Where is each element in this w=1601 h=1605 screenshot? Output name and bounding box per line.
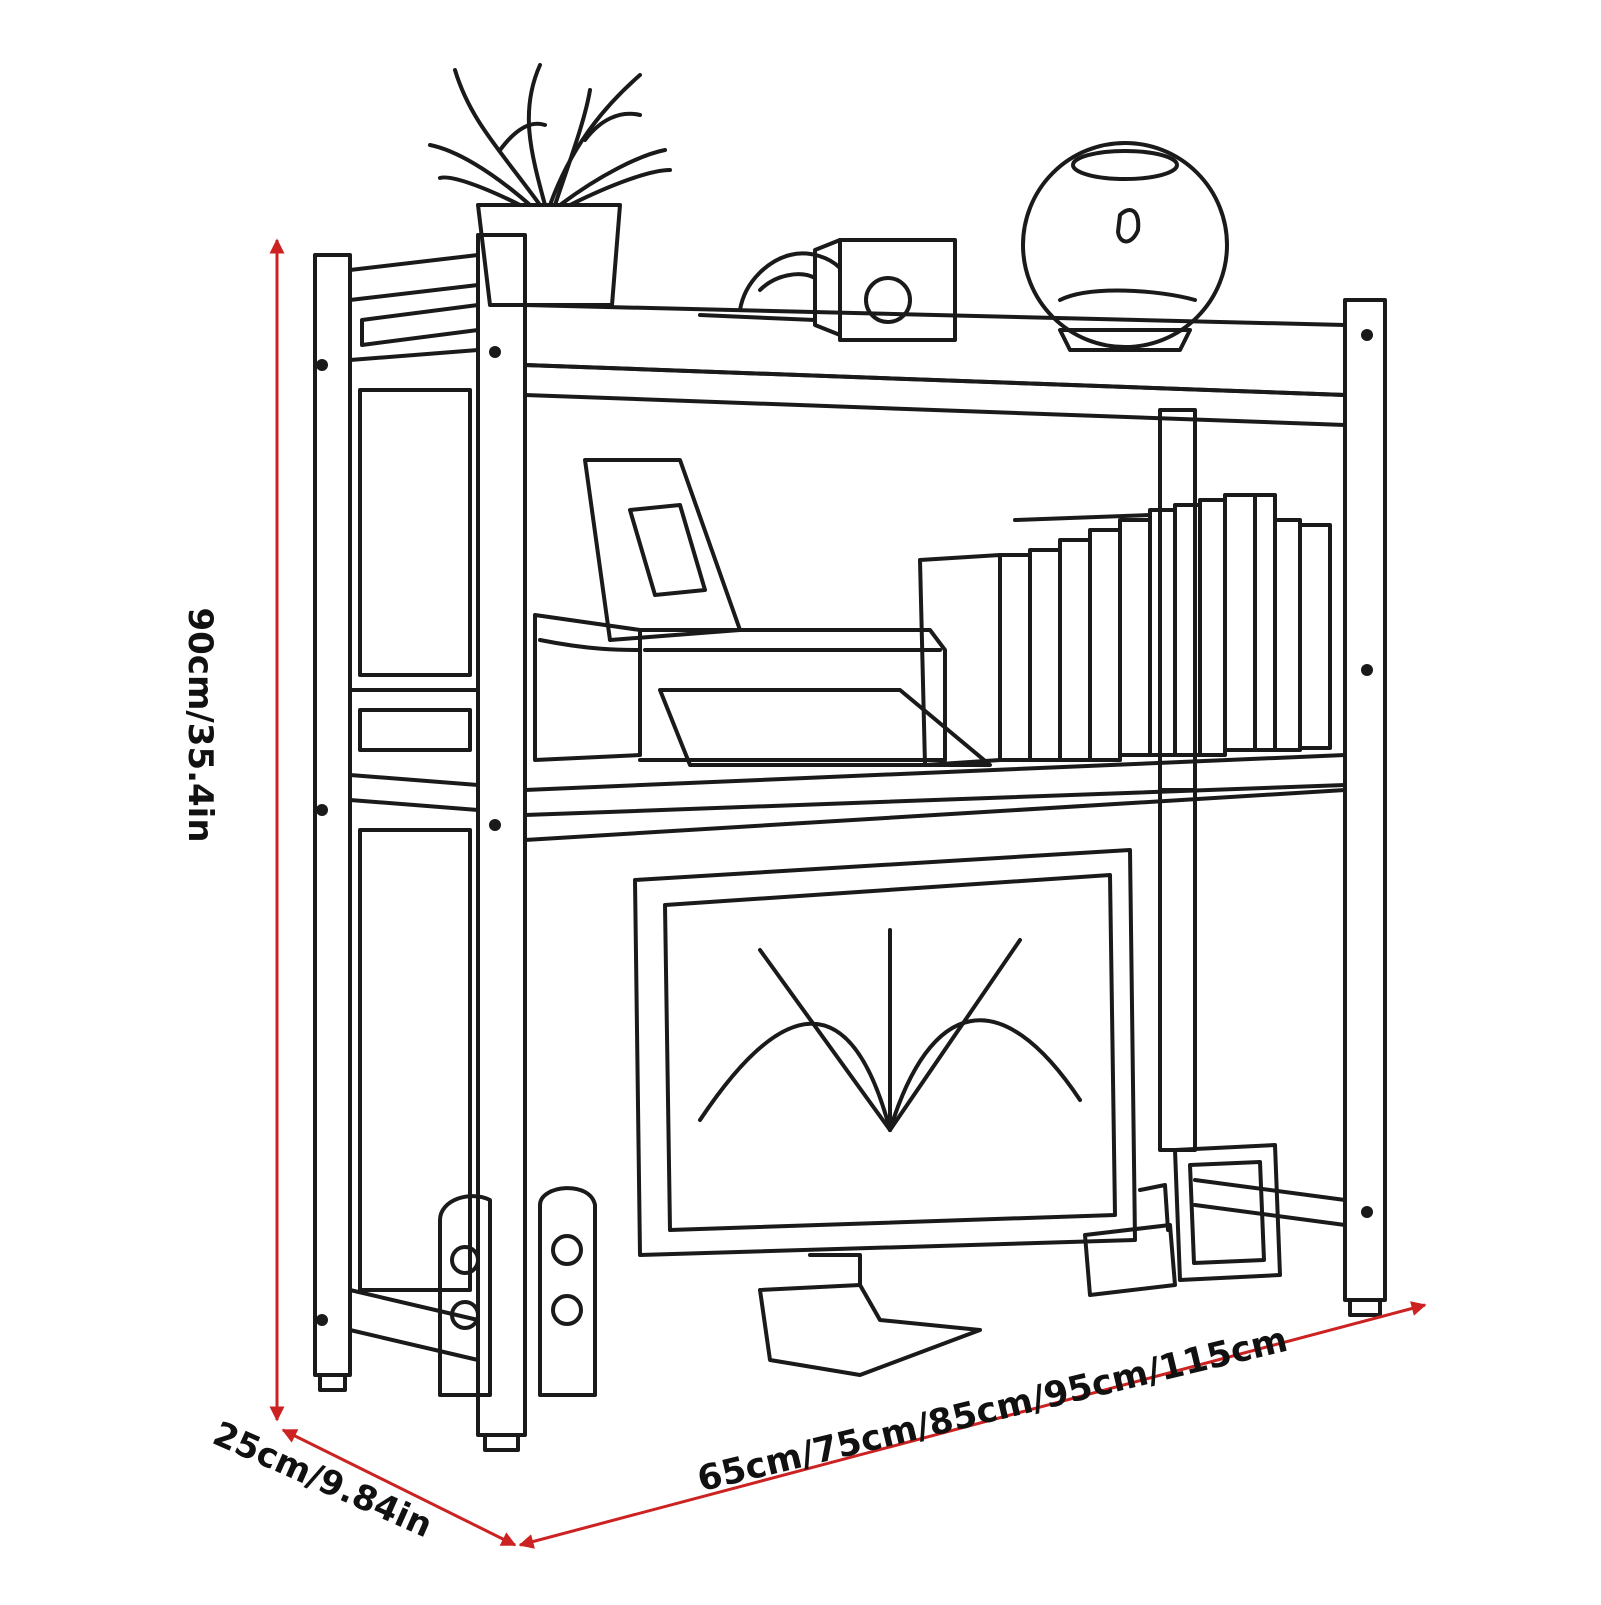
middle-shelf bbox=[523, 753, 1347, 817]
shelf-frame bbox=[313, 233, 1387, 1452]
fish-bowl bbox=[1021, 141, 1229, 352]
books bbox=[918, 493, 1332, 767]
rear-right-post bbox=[1343, 298, 1387, 1302]
printer bbox=[533, 458, 992, 767]
dimension-lines bbox=[269, 238, 1427, 1549]
monitor bbox=[633, 848, 1137, 1377]
rear-left-post bbox=[313, 253, 352, 1377]
front-left-post bbox=[476, 233, 527, 1437]
width-dimension-line bbox=[518, 1301, 1427, 1549]
potted-plant bbox=[428, 63, 672, 307]
depth-dimension-line bbox=[281, 1428, 517, 1547]
photo-frames bbox=[1083, 1143, 1282, 1297]
back-center-post bbox=[1158, 408, 1197, 1152]
decor-frames bbox=[698, 238, 957, 342]
height-dimension-label: 90cm/35.4in bbox=[180, 607, 220, 843]
